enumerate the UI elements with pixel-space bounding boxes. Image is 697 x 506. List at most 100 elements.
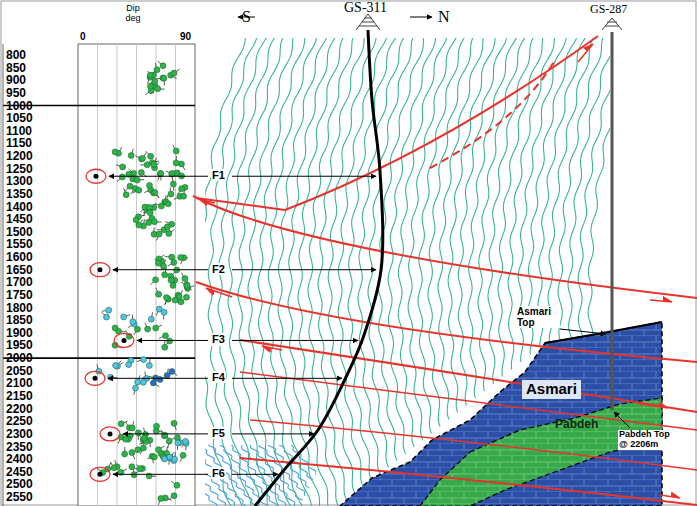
tadpole-dot: [146, 220, 152, 226]
depth-label: 950: [6, 87, 26, 99]
well-name: GS-287: [590, 3, 627, 16]
tadpole-dot: [121, 314, 127, 320]
tadpole-dot: [148, 153, 154, 159]
tadpole-dot: [174, 482, 180, 488]
dip-log-panel: [3, 44, 195, 506]
fault-label: F3: [211, 333, 226, 345]
tadpole-dot: [154, 423, 160, 429]
tadpole-dot: [162, 432, 168, 438]
fault-pick-dot: [108, 431, 113, 436]
axis-tick: 90: [180, 31, 191, 42]
depth-label: 1650: [6, 264, 33, 276]
fault-pick-circle: [86, 169, 106, 183]
well-name: GS-311: [344, 0, 387, 15]
tadpole-dot: [182, 438, 188, 444]
tadpole-dot: [162, 272, 168, 278]
depth-label: 800: [6, 49, 26, 61]
well-path: [255, 30, 383, 506]
tadpole-dot: [161, 75, 167, 81]
tadpole-dot: [183, 294, 189, 300]
tadpole-dot: [173, 160, 179, 166]
stratum-line: [198, 36, 245, 506]
fault-movement-arrows: [199, 44, 680, 498]
fault-label: F4: [211, 371, 226, 383]
tadpole-dot: [155, 260, 161, 266]
tadpole-dot: [147, 205, 153, 211]
tadpole-dot: [147, 182, 153, 188]
tadpole-dot: [122, 451, 128, 457]
direction-label: N: [438, 8, 450, 26]
pick-arrow: [232, 378, 342, 379]
fault-pick-dot: [98, 267, 103, 272]
tadpole-dot: [167, 338, 173, 344]
tadpole-dot: [132, 385, 138, 391]
depth-label: 2150: [6, 390, 33, 402]
fault-pick-dot: [94, 174, 99, 179]
tadpole-dot: [176, 294, 182, 300]
stratum-line: [172, 445, 232, 506]
stratum-line: [208, 36, 257, 506]
fault-pick-arrows: [108, 176, 376, 474]
depth-label: 2000: [6, 352, 33, 364]
fault-label: F1: [211, 169, 226, 181]
tadpole-dot: [170, 181, 176, 187]
tadpole-dot: [180, 452, 186, 458]
fault-pick-dot: [93, 376, 98, 381]
tadpole-dot: [181, 193, 187, 199]
pick-arrow: [137, 340, 208, 341]
tadpole-dot: [164, 295, 170, 301]
fault-pick-circle: [100, 427, 120, 441]
tadpole-dot: [137, 466, 143, 472]
depth-label: 2550: [6, 491, 33, 503]
tadpole-dot: [112, 149, 118, 155]
tadpole-dot: [156, 231, 162, 237]
depth-label: 2050: [6, 365, 33, 377]
fault-label: F6: [211, 467, 226, 479]
tadpole-dot: [164, 224, 170, 230]
tadpole-dot: [152, 189, 158, 195]
tadpole-dot: [182, 276, 188, 282]
depth-label: 1600: [6, 251, 33, 263]
pick-arrow: [123, 433, 208, 434]
depth-label: 1250: [6, 163, 33, 175]
fault-label: F2: [211, 263, 226, 275]
tadpole-dot: [175, 440, 181, 446]
tadpole-dot: [129, 425, 135, 431]
tadpole-dot: [153, 277, 159, 283]
depth-label: 1700: [6, 276, 33, 288]
stratum-line: [181, 445, 242, 506]
pick-arrow: [232, 269, 376, 270]
grid-line: [136, 44, 137, 506]
depth-label: 850: [6, 62, 26, 74]
fault-lines: [193, 36, 697, 505]
tadpole-dot: [151, 219, 157, 225]
tadpole-dot: [160, 63, 166, 69]
stratum-line: [248, 36, 293, 506]
depth-label: 1200: [6, 150, 33, 162]
tadpole-dot: [158, 495, 164, 501]
tadpole-dot: [179, 186, 185, 192]
pick-arrow: [232, 474, 278, 475]
stratum-line: [278, 36, 327, 506]
tadpole-dot: [119, 174, 125, 180]
depth-label: 2100: [6, 377, 33, 389]
tadpole-dot: [118, 421, 124, 427]
tadpole-dot: [148, 316, 154, 322]
formation-top-label: Pabdeh Top @ 2206m: [618, 430, 672, 450]
tadpole-dot: [135, 430, 141, 436]
axis-tick: 0: [80, 31, 86, 42]
tadpole-dot: [155, 86, 161, 92]
formation-name: Asmari: [522, 380, 581, 399]
depth-label: 1750: [6, 289, 33, 301]
pick-arrow: [232, 340, 358, 341]
axis-title: Dip deg: [118, 4, 148, 24]
tadpole-dot: [158, 203, 164, 209]
pick-arrow: [232, 433, 314, 434]
grid-line: [117, 44, 118, 506]
tadpole-dot: [108, 374, 114, 380]
tadpole-dot: [161, 309, 167, 315]
depth-label: 1150: [6, 137, 32, 149]
strata-lines-lower: [160, 445, 350, 506]
